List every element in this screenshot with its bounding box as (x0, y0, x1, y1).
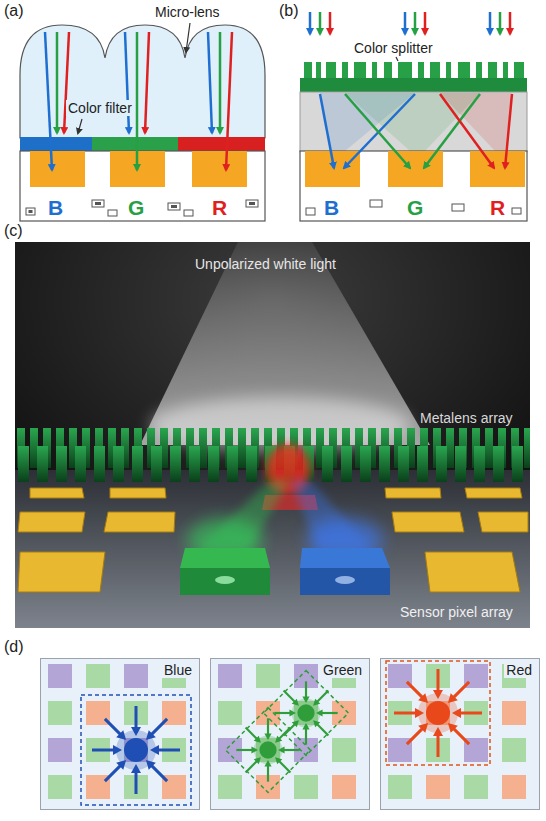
panel-letter: (d) (4, 638, 24, 656)
panel-title: Blue (162, 662, 194, 678)
color-pixel-panel: Green (210, 658, 370, 810)
color-pixel-panel: Blue (40, 658, 200, 810)
panel-d-illustration (40, 658, 540, 810)
panel-letter: (a) (4, 2, 24, 20)
part-label: Color filter (66, 100, 134, 116)
pixel-letter: B (324, 196, 339, 220)
color-pixel-panel: Red (380, 658, 540, 810)
panel-c-illustration (15, 242, 530, 628)
pixel-letter: R (490, 196, 505, 220)
part-label: Metalens array (420, 410, 513, 426)
pixel-letter: B (48, 196, 63, 220)
pixel-letter: G (128, 196, 144, 220)
panel-title: Red (504, 662, 534, 678)
pixel-letter: R (212, 196, 227, 220)
panel-a-illustration (20, 23, 265, 221)
light-label: Unpolarized white light (195, 256, 336, 272)
panel-title: Green (321, 662, 364, 678)
panel-letter: (b) (279, 2, 299, 20)
panel-letter: (c) (4, 222, 23, 240)
part-label: Micro-lens (153, 4, 222, 20)
pixel-letter: G (407, 196, 423, 220)
part-label: Sensor pixel array (400, 604, 513, 620)
panel-b-illustration (300, 12, 527, 221)
part-label: Color splitter (352, 40, 435, 56)
